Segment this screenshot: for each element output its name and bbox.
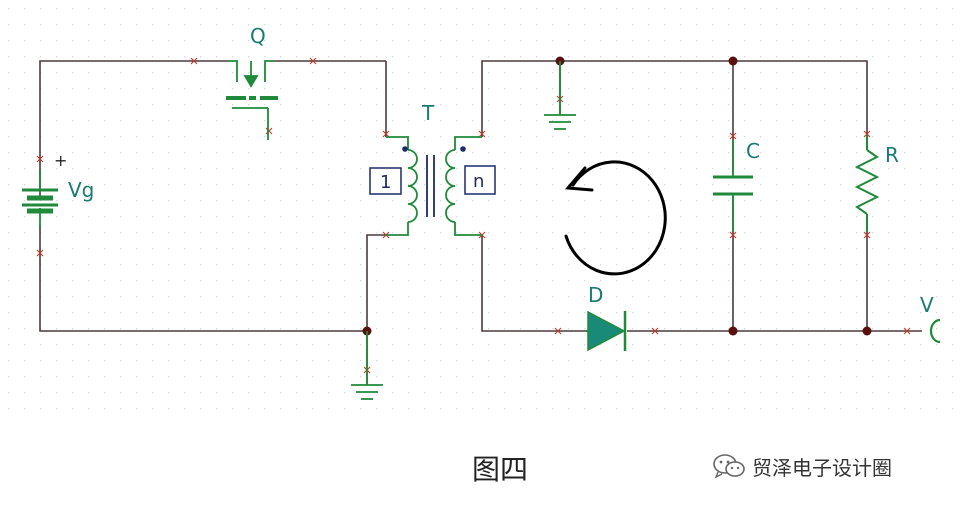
wire-left-bottom [39, 225, 367, 332]
label-r: R [885, 143, 899, 167]
node-bottom-res [862, 326, 872, 336]
label-q: Q [250, 24, 266, 48]
watermark: 贸泽电子设计圈 [712, 452, 892, 480]
pin-markers [36, 57, 911, 374]
label-d: D [588, 283, 603, 307]
vg-plus-sign: + [54, 151, 67, 170]
secondary-dot [460, 146, 466, 152]
watermark-text: 贸泽电子设计圈 [752, 455, 892, 480]
node-top-cap [728, 56, 738, 66]
wire-t-secondary-bottom [481, 235, 586, 332]
wire-left-top [39, 60, 228, 200]
ground-symbol-left [351, 331, 383, 400]
figure-caption: 图四 [471, 453, 528, 486]
diode-d [586, 310, 627, 352]
label-t: T [421, 101, 435, 125]
wechat-icon [713, 454, 745, 479]
label-c: C [746, 139, 760, 163]
junction-nodes [362, 56, 872, 336]
mosfet-q [226, 60, 278, 140]
primary-dot [402, 146, 408, 152]
primary-turns-box [369, 167, 402, 195]
transformer-t [386, 136, 482, 236]
current-direction-arrow [564, 160, 667, 276]
output-terminal [929, 318, 941, 344]
ground-symbol-right [544, 61, 576, 130]
resistor-r [854, 135, 880, 232]
label-v: V [920, 293, 934, 317]
secondary-turns-label: n [473, 171, 484, 192]
secondary-turns-box [464, 165, 496, 195]
label-vg: Vg [68, 178, 94, 202]
node-bottom-cap [728, 326, 738, 336]
voltage-source-vg [22, 170, 58, 228]
primary-turns-label: 1 [380, 172, 391, 193]
capacitor-c [713, 140, 753, 232]
wire-right-top [481, 60, 868, 137]
